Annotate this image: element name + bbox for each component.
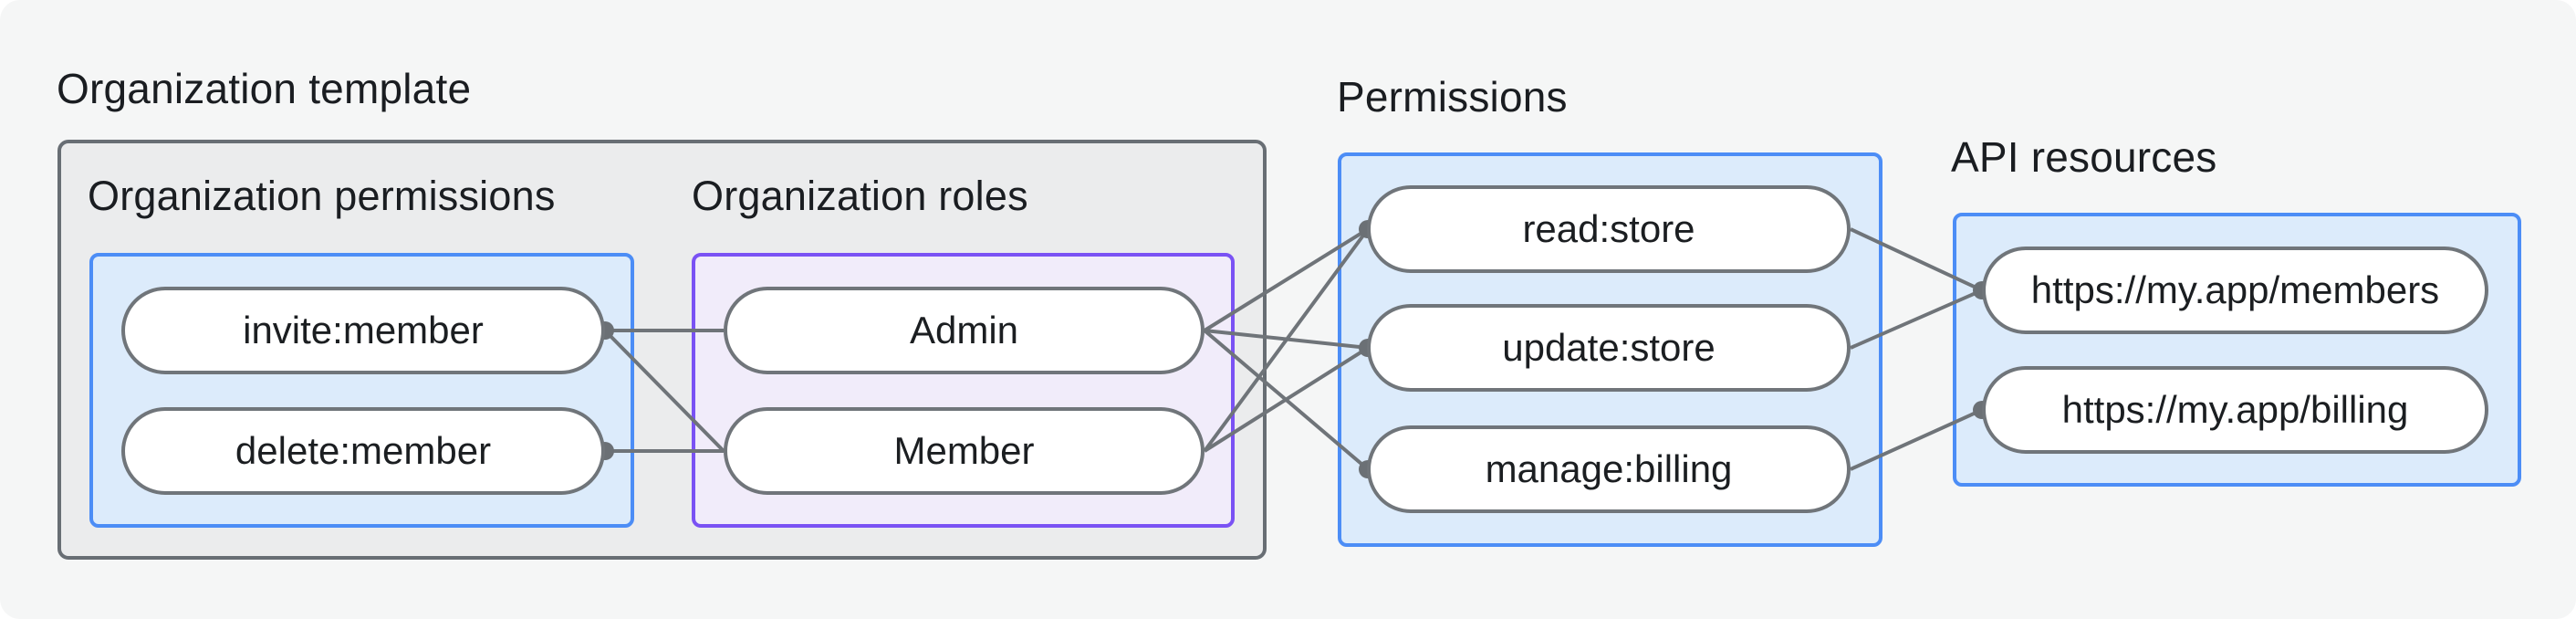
org-template-title: Organization template [57,65,472,112]
node-admin-role: Admin [724,287,1205,374]
org-permissions-label: Organization permissions [88,173,556,219]
api-resources-label: API resources [1951,133,2217,181]
node-member-role: Member [724,407,1205,495]
node-update-store: update:store [1367,304,1851,392]
permissions-label: Permissions [1337,73,1568,121]
node-manage-billing: manage:billing [1367,425,1851,513]
node-delete-member: delete:member [121,407,605,495]
node-api-members: https://my.app/members [1982,247,2488,334]
node-read-store: read:store [1367,185,1851,273]
org-roles-label: Organization roles [692,173,1028,219]
node-api-billing: https://my.app/billing [1982,366,2488,454]
node-invite-member: invite:member [121,287,605,374]
